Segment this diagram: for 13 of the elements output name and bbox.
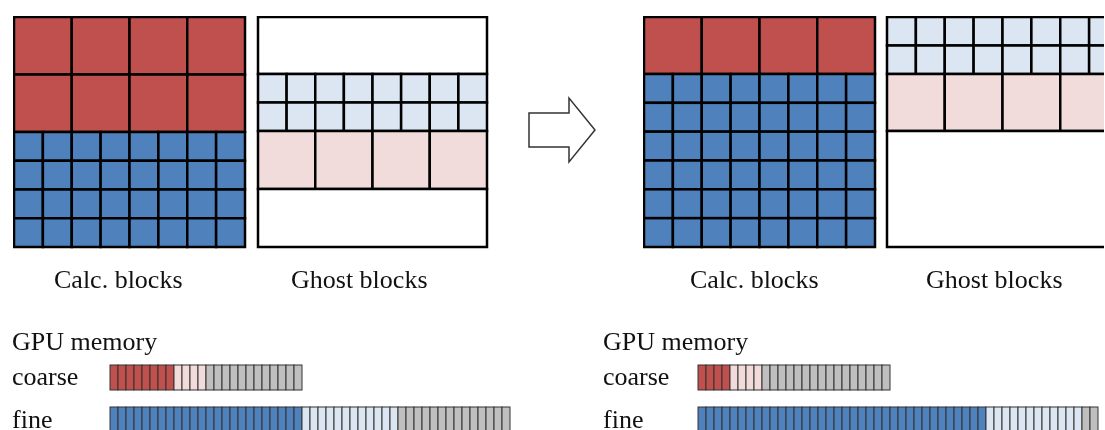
panel-caption: Ghost blocks [291, 266, 428, 294]
memory-blocks-drawing [13, 16, 489, 249]
panel-caption: Calc. blocks [690, 266, 819, 294]
block-arrow [528, 95, 596, 165]
section-heading: GPU memory [603, 328, 749, 356]
panel-caption: Ghost blocks [926, 266, 1063, 294]
panel-caption: Calc. blocks [54, 266, 183, 294]
row-label: coarse [603, 363, 670, 391]
row-label: fine [12, 406, 53, 430]
row-label: coarse [12, 363, 79, 391]
row-label: fine [603, 406, 644, 430]
memory-blocks-drawing [643, 16, 1104, 249]
section-heading: GPU memory [12, 328, 158, 356]
